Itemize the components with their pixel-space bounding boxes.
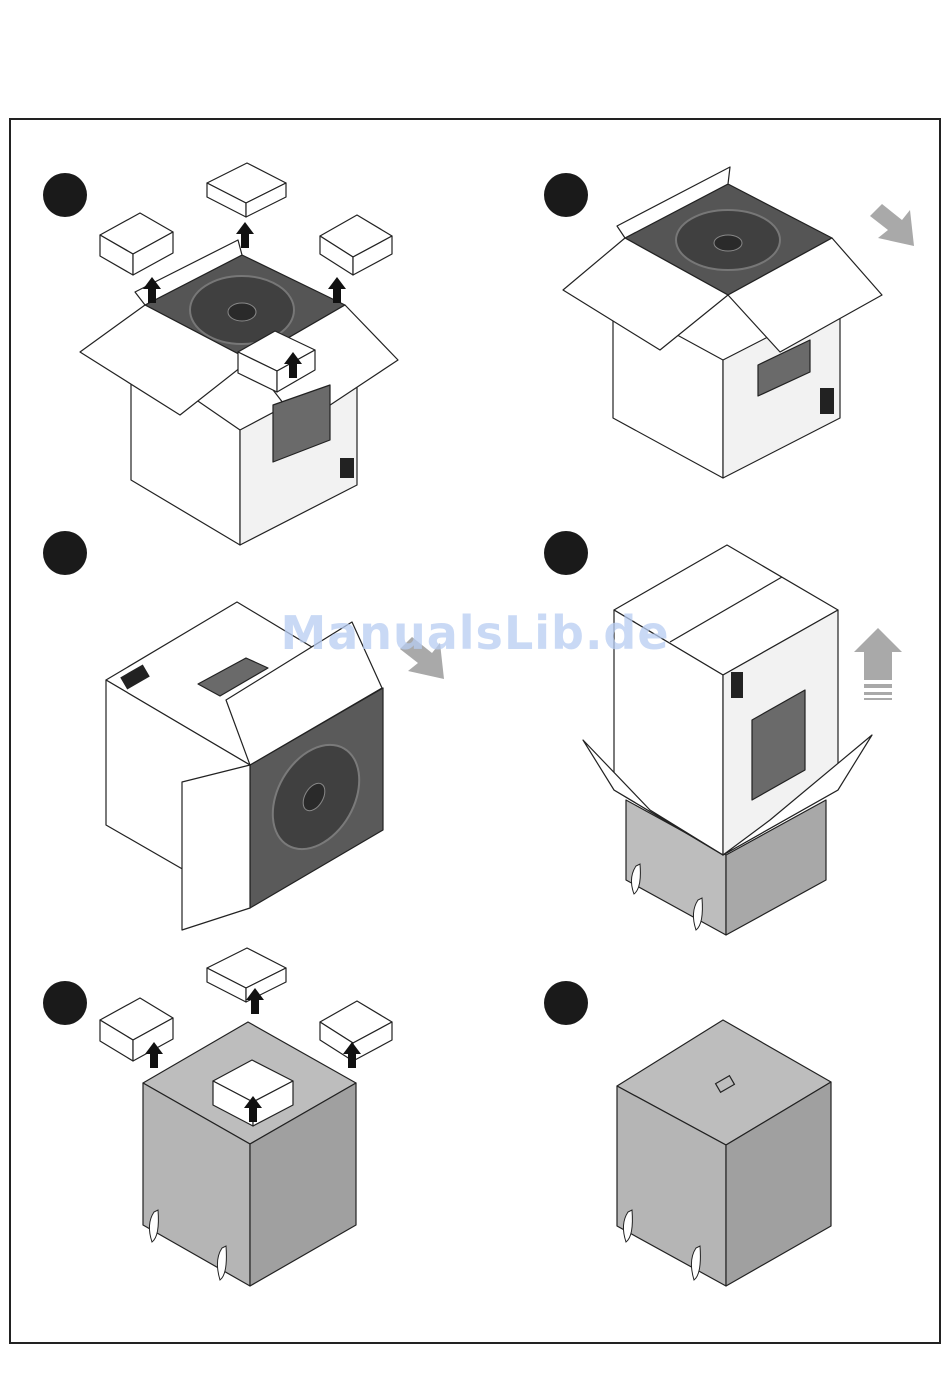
kef-logo-icon	[340, 458, 354, 478]
step-2-tilt-box	[544, 167, 914, 478]
step-marker-icon	[43, 531, 87, 575]
kef-logo-icon	[820, 388, 834, 414]
rotate-arrow-icon	[400, 637, 444, 679]
step-1-remove-packing-inserts	[43, 163, 398, 545]
step-6-subwoofer-unpacked	[544, 981, 831, 1286]
packing-insert-back	[207, 948, 286, 1002]
step-3-box-on-side	[43, 531, 444, 930]
step-5-remove-corner-pieces	[43, 948, 392, 1286]
step-marker-icon	[544, 173, 588, 217]
step-marker-icon	[43, 173, 87, 217]
step-marker-icon	[544, 531, 588, 575]
kef-logo-icon	[731, 672, 743, 698]
step-marker-icon	[43, 981, 87, 1025]
packing-insert-back	[207, 163, 286, 217]
carton-flap-front	[182, 765, 250, 930]
packing-insert-left	[100, 998, 173, 1061]
lift-arrow-icon	[854, 628, 902, 680]
packing-insert-right	[320, 215, 392, 275]
rotate-arrow-icon	[870, 204, 914, 246]
packing-insert-left	[100, 213, 173, 275]
step-4-lift-box-off	[544, 531, 902, 935]
step-marker-icon	[544, 981, 588, 1025]
